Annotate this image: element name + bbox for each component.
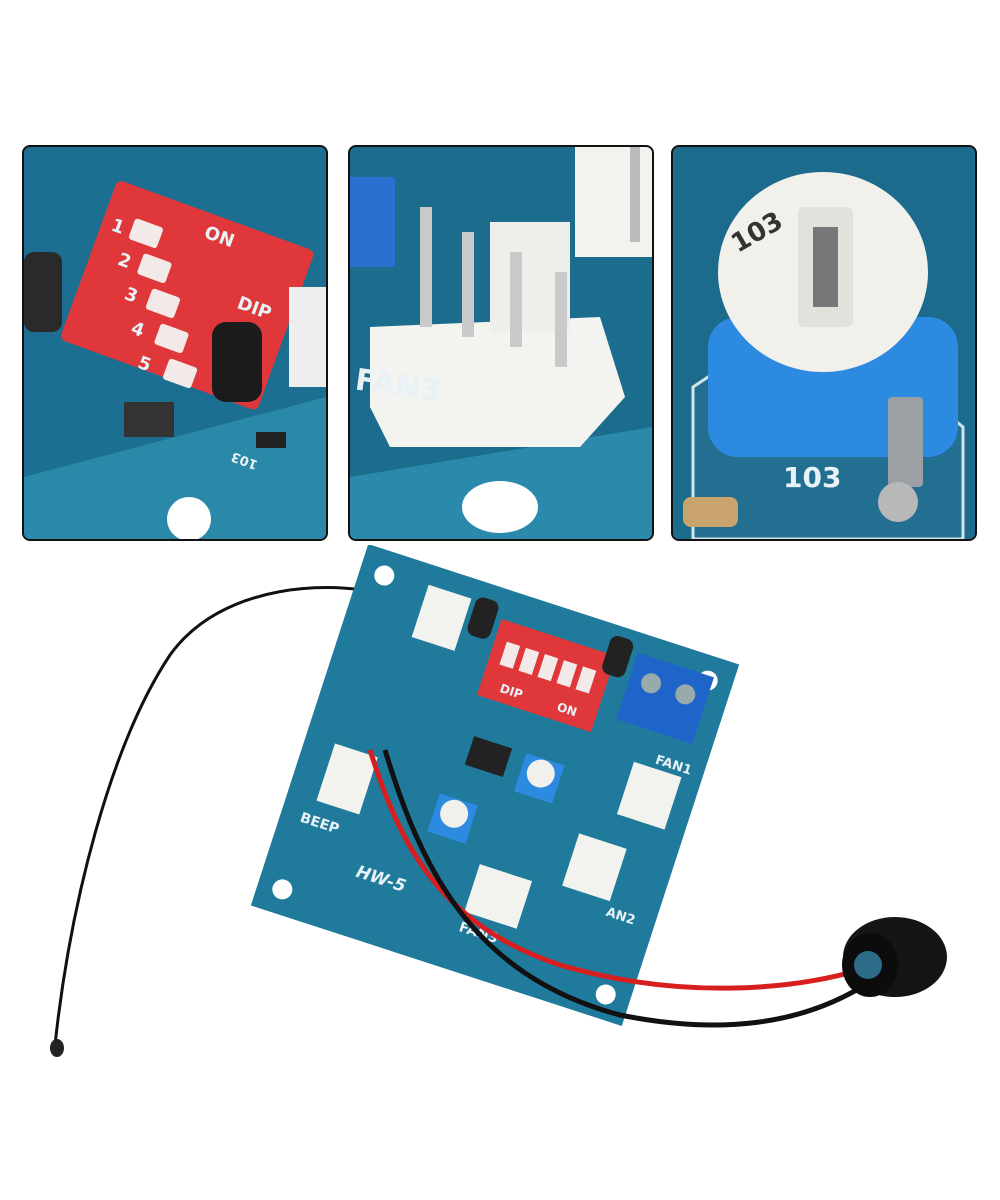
capacitor: [212, 322, 262, 402]
thermistor-probe: [50, 1039, 64, 1057]
sensor-wire: [53, 586, 411, 1046]
red-wire: [367, 749, 861, 991]
fan2-connector: [562, 833, 627, 902]
beep-connector: [316, 743, 378, 815]
detail-panel-potentiometer: 103 103: [671, 145, 977, 541]
ic-chip: [464, 736, 513, 778]
board-dip-on: ON: [555, 700, 579, 720]
potentiometer: [526, 759, 555, 788]
detail-panel-fan-connector: FAN3: [348, 145, 654, 541]
black-wire: [382, 749, 867, 1028]
capacitor: [24, 252, 62, 332]
board-code: 103: [783, 461, 841, 494]
main-product-image: DIP ON BEEP FAN3 AN2 FAN1 HW-5: [0, 545, 1000, 1105]
sensor-connector: [411, 584, 472, 651]
terminal-block: [616, 652, 714, 744]
fan1-connector: [616, 761, 682, 830]
detail-panel-dip-switch: ON DIP 1 2 3 4 5 103: [22, 145, 328, 541]
fan3-connector: [464, 864, 533, 929]
potentiometer: [440, 799, 469, 828]
board-dip-label: DIP: [498, 681, 525, 702]
